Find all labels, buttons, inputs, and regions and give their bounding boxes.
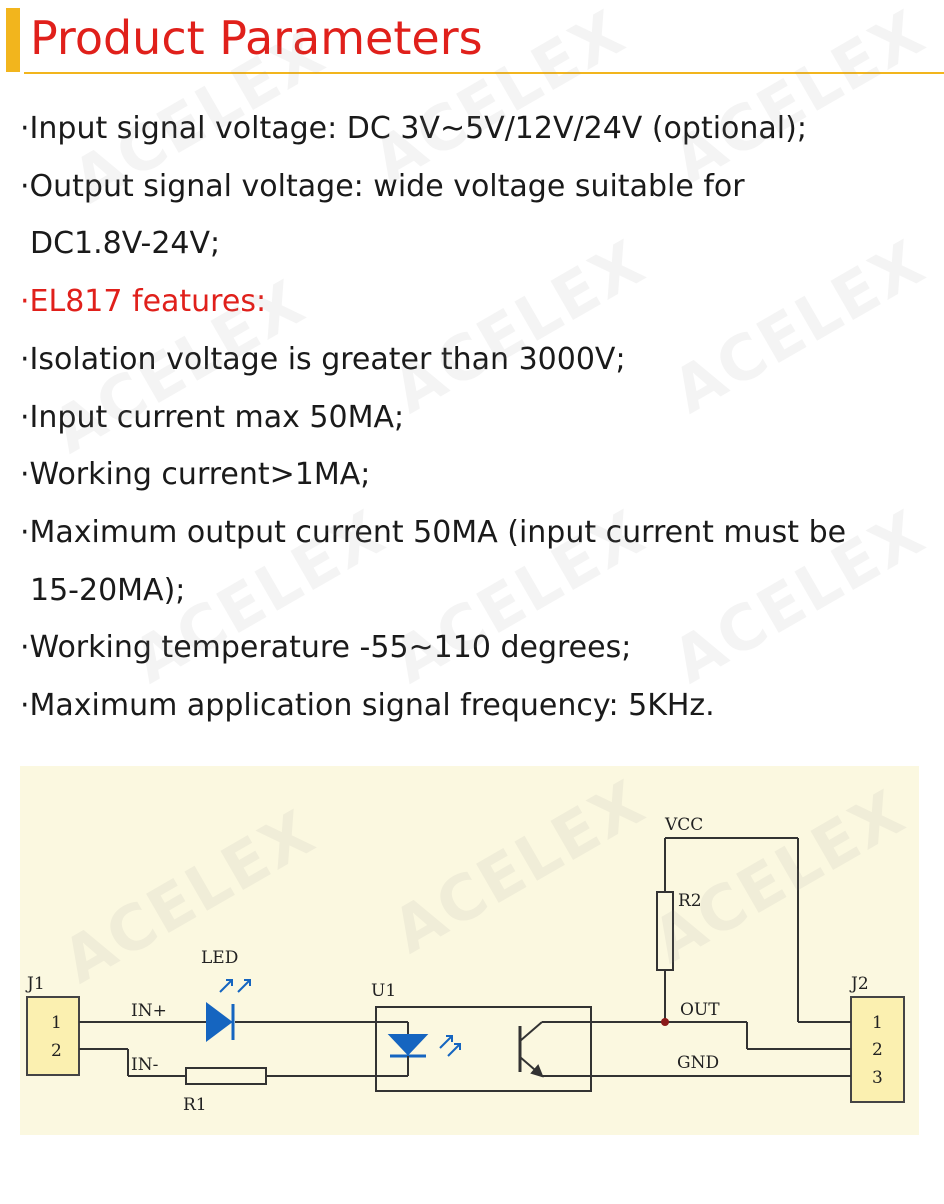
u1-label: U1	[371, 981, 396, 1001]
j1-label: J1	[25, 974, 45, 994]
j1-connector	[26, 996, 80, 1076]
schematic-svg: J1 1 2 J2 1 2 3 LED U1 R1 R2 IN+ IN- VCC…	[25, 815, 905, 1115]
u1-arrow-1	[439, 1035, 453, 1049]
out-label: OUT	[680, 1000, 720, 1020]
r2-label: R2	[678, 891, 702, 911]
in-plus-label: IN+	[131, 1001, 167, 1021]
param-continuation: DC1.8V-24V;	[30, 226, 221, 262]
vcc-label: VCC	[664, 815, 703, 835]
j2-label: J2	[849, 974, 869, 994]
j2-pin-3: 3	[872, 1068, 883, 1088]
param-text: ·Input signal voltage: DC 3V~5V/12V/24V …	[20, 111, 807, 146]
param-item: ·Isolation voltage is greater than 3000V…	[20, 331, 940, 389]
in-minus-label: IN-	[131, 1055, 158, 1075]
param-item: ·Input current max 50MA;	[20, 389, 940, 447]
header: Product Parameters	[0, 0, 944, 78]
param-text: ·EL817 features:	[20, 284, 267, 320]
param-text: ·Working current>1MA;	[20, 457, 371, 493]
header-accent-bar	[6, 8, 20, 72]
led-arrow-2	[237, 979, 251, 993]
param-item: ·Output signal voltage: wide voltage sui…	[20, 158, 940, 273]
param-text: ·Isolation voltage is greater than 3000V…	[20, 341, 626, 377]
j2-pin-2: 2	[872, 1040, 883, 1060]
j2-pin-1: 1	[872, 1013, 883, 1033]
parameter-list: ·Input signal voltage: DC 3V~5V/12V/24V …	[20, 100, 940, 735]
param-text: ·Maximum application signal frequency: 5…	[20, 688, 715, 724]
circuit-schematic: J1 1 2 J2 1 2 3 LED U1 R1 R2 IN+ IN- VCC…	[20, 766, 919, 1135]
param-item: ·Input signal voltage: DC 3V~5V/12V/24V …	[20, 100, 940, 158]
u1-arrow-2	[447, 1043, 461, 1057]
param-item: ·Working current>1MA;	[20, 446, 940, 504]
r1-label: R1	[183, 1095, 207, 1115]
led-label: LED	[201, 948, 238, 968]
param-text: ·Working temperature -55~110 degrees;	[20, 630, 632, 666]
param-text: ·Maximum output current 50MA (input curr…	[20, 514, 847, 550]
param-item-highlight: ·EL817 features:	[20, 273, 940, 331]
u1-led-symbol	[387, 1034, 429, 1056]
j1-pin-1: 1	[51, 1013, 62, 1033]
junction-dot	[661, 1018, 669, 1026]
param-item: ·Maximum application signal frequency: 5…	[20, 677, 940, 735]
param-item: ·Working temperature -55~110 degrees;	[20, 619, 940, 677]
led-arrow-1	[219, 979, 233, 993]
r2-resistor	[656, 891, 674, 971]
param-continuation: 15-20MA);	[30, 572, 186, 608]
gnd-label: GND	[677, 1053, 719, 1073]
param-text: ·Input current max 50MA;	[20, 399, 405, 435]
param-item: ·Maximum output current 50MA (input curr…	[20, 504, 940, 619]
param-text: ·Output signal voltage: wide voltage sui…	[20, 168, 745, 204]
u1-optocoupler	[375, 1006, 592, 1092]
j1-pin-2: 2	[51, 1041, 62, 1061]
led-symbol	[206, 1002, 233, 1042]
r1-resistor	[185, 1067, 267, 1085]
page-title: Product Parameters	[30, 11, 483, 65]
header-rule	[24, 72, 944, 74]
